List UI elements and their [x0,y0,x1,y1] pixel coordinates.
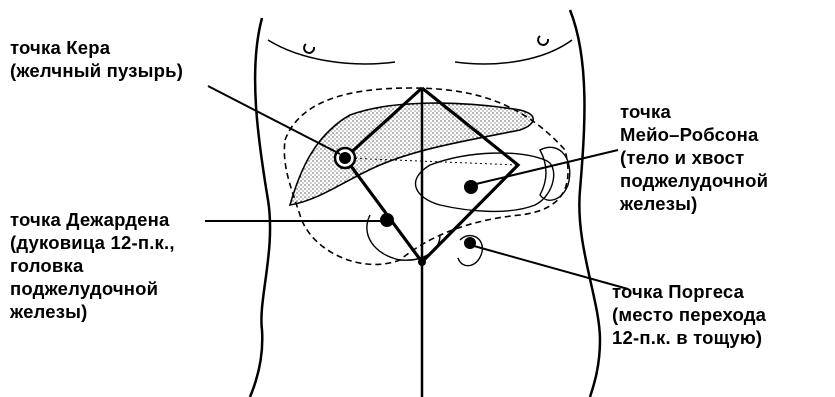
label-porges-line: точка Поргеса [612,280,766,303]
leader-mayo-robson [476,150,618,184]
label-mayo-line: точка [620,100,768,123]
label-kera-line: точка Кера [10,36,183,59]
label-mayo-line: (тело и хвост [620,146,768,169]
point-porges [464,237,476,249]
point-kera [339,152,351,164]
label-desj-line: (дуковица 12-п.к., [10,231,175,254]
point-navel [418,258,426,266]
spleen [540,147,570,200]
leader-kera [208,86,340,154]
label-desj-line: головка [10,254,175,277]
chest-line-right [455,40,572,64]
torso-right-outline [570,10,600,397]
chest-line-left [268,40,395,64]
label-desj-line: железы) [10,300,175,323]
label-porges-line: 12-п.к. в тощую) [612,326,766,349]
label-porges: точка Поргеса (место перехода 12-п.к. в … [612,280,766,349]
label-desjardins: точка Дежардена (дуковица 12-п.к., голов… [10,208,175,323]
label-porges-line: (место перехода [612,303,766,326]
label-mayo-line: Мейо–Робсона [620,123,768,146]
label-mayo-line: поджелудочной [620,169,768,192]
nipple-left [304,44,314,53]
label-kera-line: (желчный пузырь) [10,59,183,82]
liver [290,103,533,205]
point-mayo-robson [464,180,478,194]
nipple-right [538,36,548,45]
label-desj-line: точка Дежардена [10,208,175,231]
label-mayo-line: железы) [620,192,768,215]
label-mayo-robson: точка Мейо–Робсона (тело и хвост поджелу… [620,100,768,215]
label-desj-line: поджелудочной [10,277,175,300]
label-kera: точка Кера (желчный пузырь) [10,36,183,82]
point-desjardins [380,213,394,227]
torso-left-outline [250,18,270,397]
leader-porges [474,246,628,289]
